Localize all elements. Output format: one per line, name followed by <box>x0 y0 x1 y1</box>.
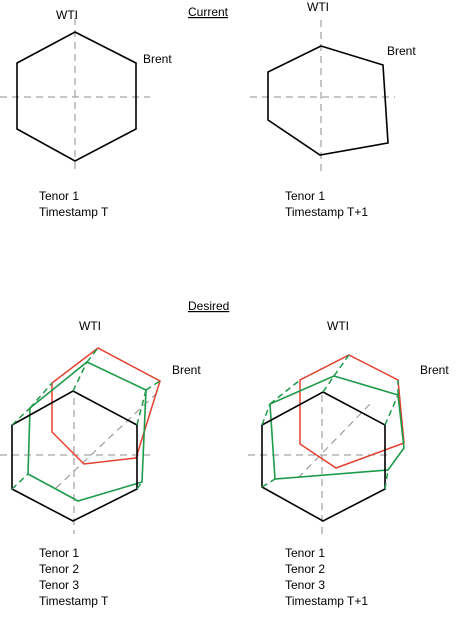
axis-diagonal <box>297 401 373 479</box>
link-t2-t3-1 <box>333 354 350 377</box>
tenor1-hexagon <box>16 31 137 162</box>
brent-label: Brent <box>387 44 416 58</box>
brent-label: Brent <box>143 52 172 66</box>
link-t1-t2-3 <box>261 403 271 426</box>
link-t1-t2-5 <box>11 473 29 490</box>
caption-line-2: Timestamp T+1 <box>285 205 368 219</box>
panel-desired-left: WTI Brent Tenor 1 Tenor 2 Tenor 3 Timest… <box>0 319 201 608</box>
link-t1-t2-4 <box>136 481 143 490</box>
legend-tenor3: Tenor 3 <box>285 578 325 592</box>
caption-timestamp: Timestamp T+1 <box>285 594 368 608</box>
caption-line-2: Timestamp T <box>39 205 109 219</box>
tenor2-hexagon <box>269 375 405 480</box>
wti-label: WTI <box>307 0 329 14</box>
panel-current-right: WTI Brent Tenor 1 Timestamp T+1 <box>250 0 416 219</box>
panel-desired-right: WTI Brent Tenor 1 Tenor 2 Tenor 3 Timest… <box>248 319 449 608</box>
link-t2-t3-1 <box>86 347 99 363</box>
panel-current-left: WTI Brent Tenor 1 Timestamp T <box>0 8 172 219</box>
link-t1-t2-1 <box>322 375 335 393</box>
section-title-desired: Desired <box>188 299 229 313</box>
legend-tenor2: Tenor 2 <box>285 562 325 576</box>
link-t2-t3-3 <box>29 382 53 409</box>
caption-timestamp: Timestamp T <box>39 594 109 608</box>
legend-tenor2: Tenor 2 <box>39 562 79 576</box>
legend-tenor1: Tenor 1 <box>39 546 79 560</box>
link-t1-t2-4 <box>384 469 389 490</box>
tenor3-hexagon <box>299 354 405 469</box>
wti-label: WTI <box>56 8 78 22</box>
brent-label: Brent <box>172 363 201 377</box>
caption-line-1: Tenor 1 <box>39 189 79 203</box>
legend-tenor1: Tenor 1 <box>285 546 325 560</box>
brent-label: Brent <box>420 363 449 377</box>
wti-label: WTI <box>79 319 101 333</box>
tenor1-hexagon <box>267 45 389 156</box>
caption-line-1: Tenor 1 <box>285 189 325 203</box>
link-t1-t2-5 <box>261 478 276 488</box>
legend-tenor3: Tenor 3 <box>39 578 79 592</box>
link-t1-t2-2 <box>136 389 147 426</box>
wti-label: WTI <box>327 319 349 333</box>
section-title-current: Current <box>188 5 229 19</box>
link-t2-t3-3 <box>269 379 301 405</box>
tenor2-hexagon <box>27 361 147 502</box>
link-t1-t2-3 <box>11 407 31 426</box>
link-t1-t2-1 <box>72 361 88 392</box>
link-t2-t3-2 <box>145 380 161 391</box>
link-t1-t2-2 <box>384 394 399 426</box>
